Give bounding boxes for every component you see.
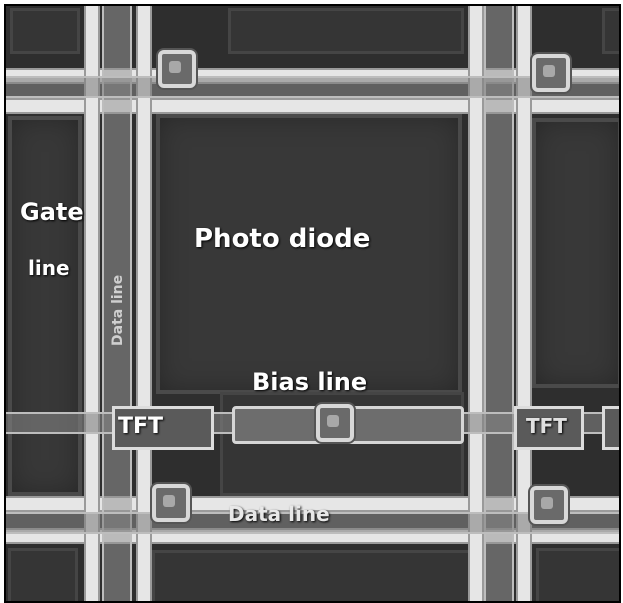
micrograph-image: Photo diode Gate line Data line Bias lin…: [4, 4, 621, 603]
gate-line: [6, 76, 621, 98]
via-contact: [530, 486, 568, 524]
via-contact: [158, 50, 196, 88]
tft-left-label: TFT: [118, 414, 163, 439]
pixel-cell-top-center: [228, 8, 464, 54]
tft-right-label: TFT: [526, 414, 567, 438]
via-contact: [152, 484, 190, 522]
via-contact: [532, 54, 570, 92]
pixel-cell-bottom-center: [152, 550, 482, 603]
photo-diode-label: Photo diode: [194, 224, 370, 254]
pixel-cell-bottom-right: [536, 548, 621, 603]
via-contact: [316, 404, 354, 442]
gate-line-label-1: Gate: [20, 198, 84, 226]
pixel-cell-right: [532, 118, 621, 388]
pixel-cell-top-left: [10, 8, 80, 54]
pixel-cell-top-right: [602, 8, 621, 54]
tft-far-right-box: [602, 406, 621, 450]
bias-line-label: Bias line: [252, 368, 367, 396]
gate-line-label-2: line: [28, 256, 70, 280]
photo-diode-region: [156, 114, 462, 394]
data-line-vertical-label: Data line: [110, 275, 126, 346]
pixel-cell-bottom-left: [8, 548, 78, 603]
data-line-bottom-label: Data line: [228, 502, 330, 526]
pixel-cell-left: [8, 116, 82, 496]
